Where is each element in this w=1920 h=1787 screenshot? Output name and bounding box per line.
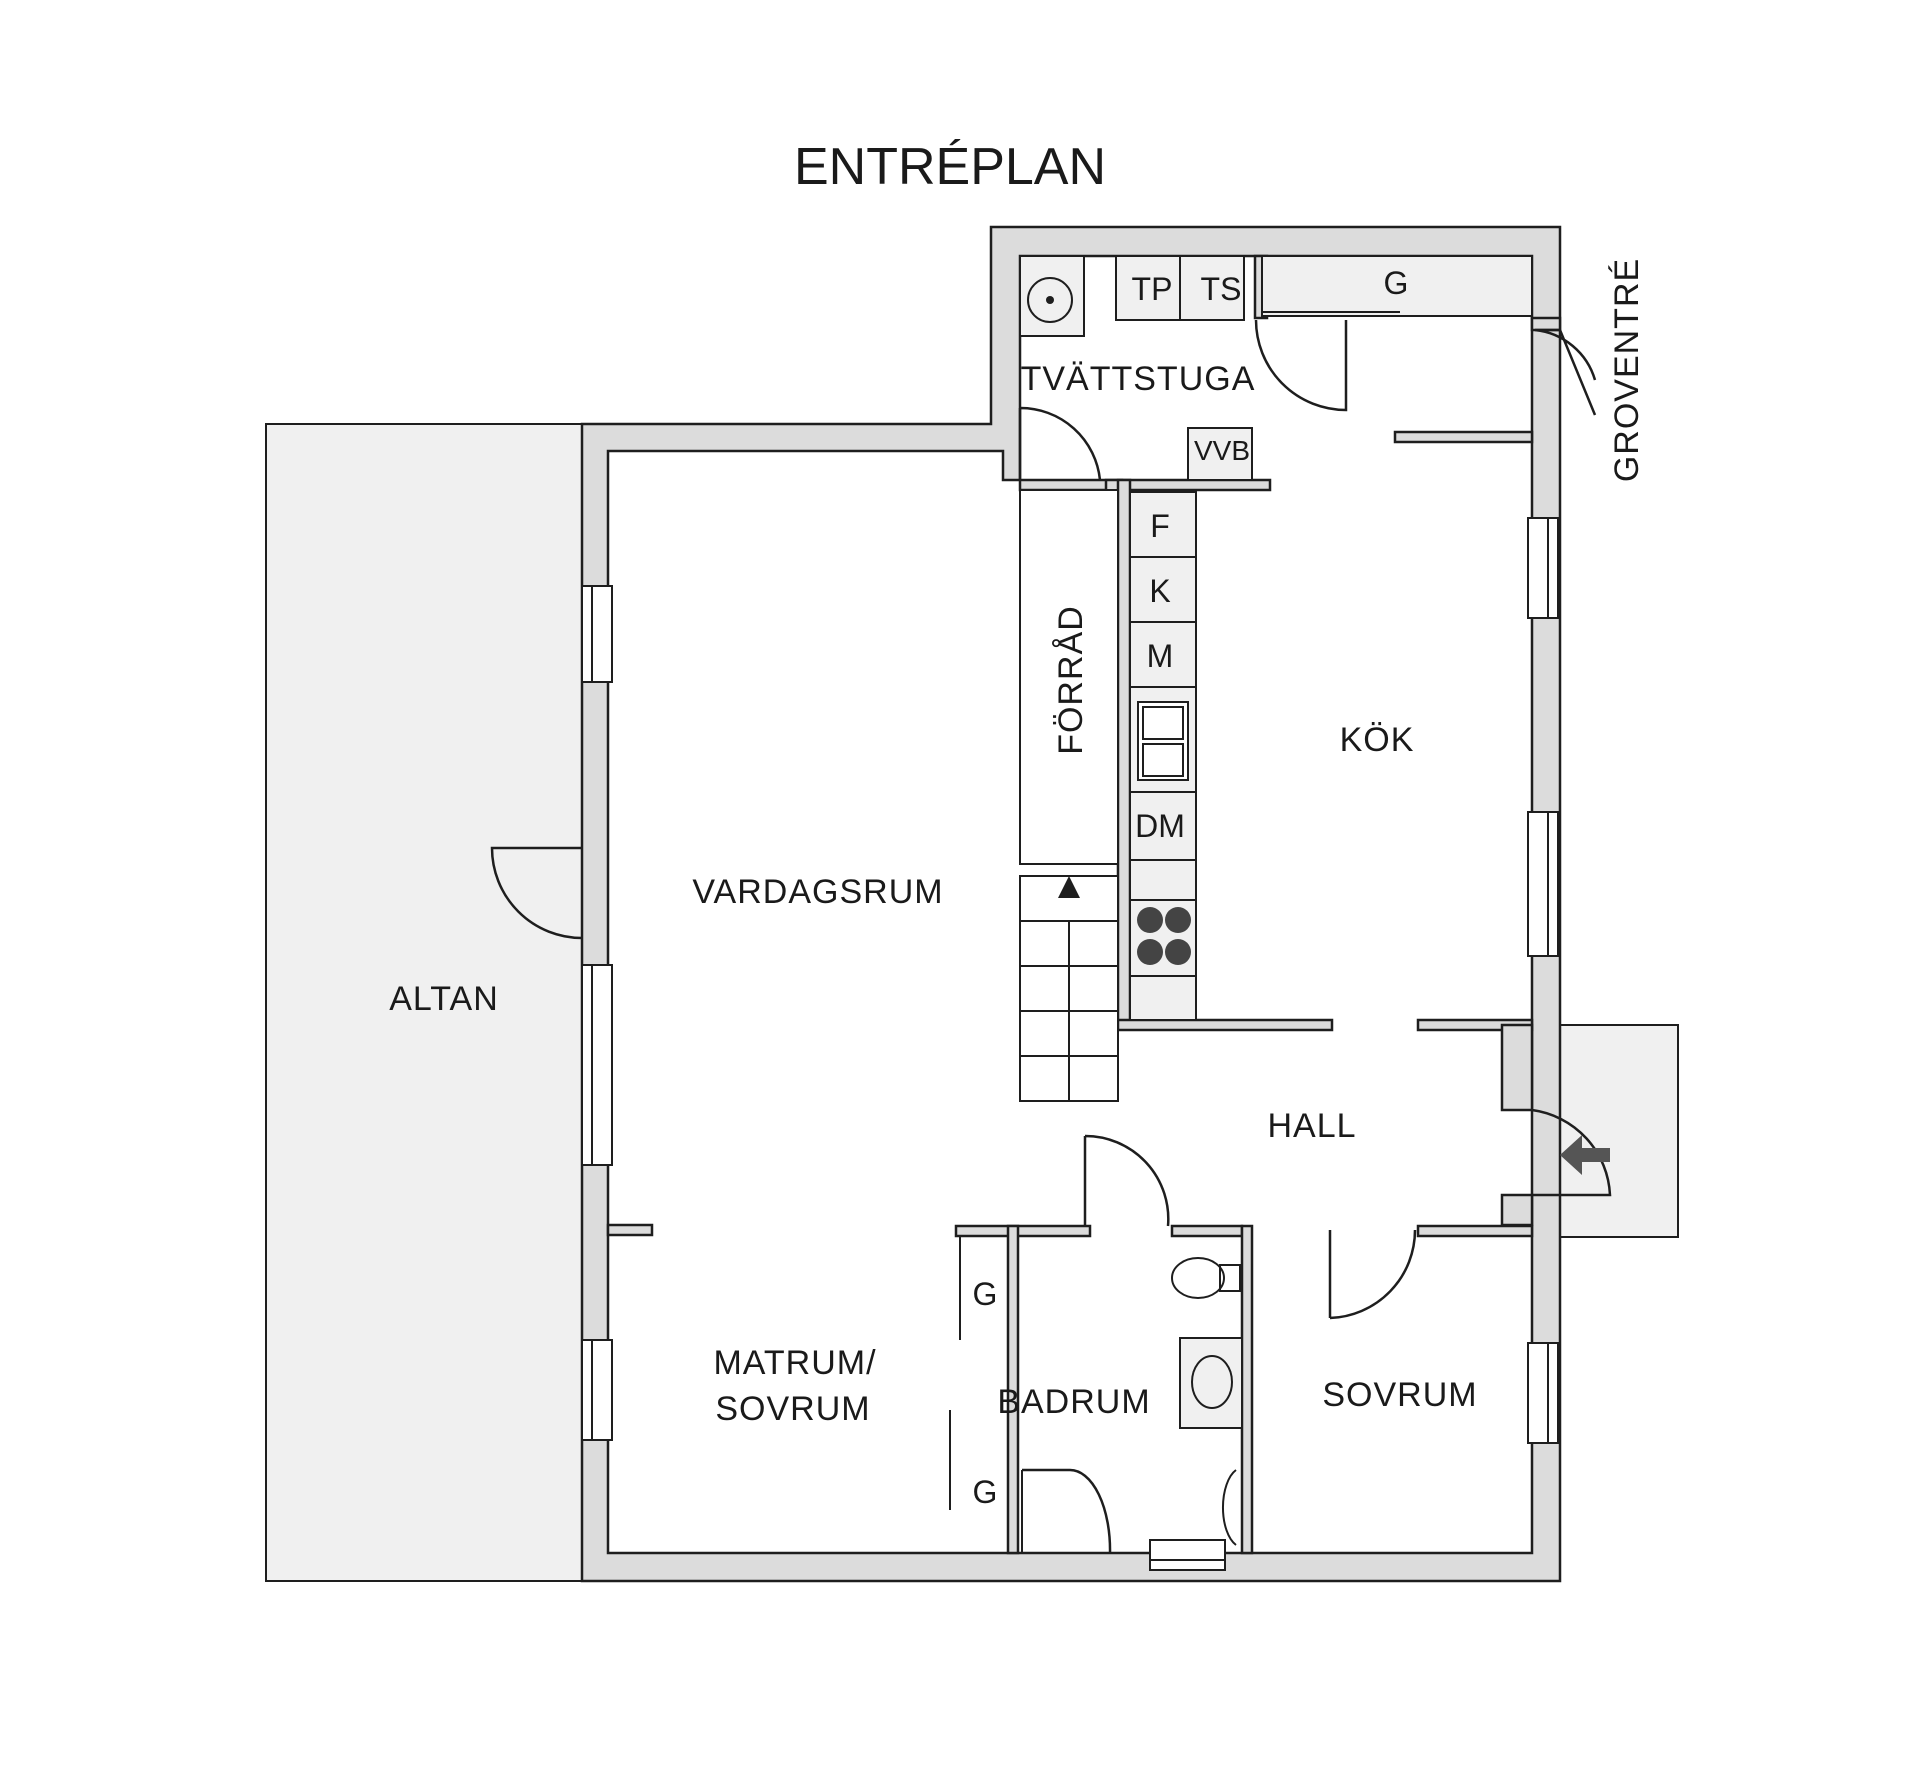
stair-arrow-icon — [1058, 876, 1080, 898]
windows — [581, 517, 1559, 1571]
room-label-matrum-line1: MATRUM/ — [713, 1344, 876, 1382]
room-label-vardagsrum: VARDAGSRUM — [692, 873, 943, 911]
plan-title: ENTRÉPLAN — [794, 138, 1106, 196]
room-label-badrum: BADRUM — [997, 1383, 1150, 1421]
laundry-fixtures — [1019, 255, 1533, 481]
fixture-label-g-wardrobe-2: G — [973, 1474, 998, 1510]
room-label-matrum-line2: SOVRUM — [715, 1390, 870, 1428]
altan-deck — [265, 423, 583, 1582]
kitchen-counter — [1129, 491, 1197, 1021]
doors — [490, 319, 1612, 1320]
room-label-kok: KÖK — [1340, 721, 1415, 759]
fixture-label-f: F — [1150, 508, 1170, 544]
wardrobes — [949, 1236, 961, 1510]
entry-arrow-icon — [1560, 1135, 1610, 1175]
fixture-label-dm: DM — [1135, 808, 1185, 844]
storage-and-stairs — [1019, 489, 1119, 1102]
room-label-tvattstuga: TVÄTTSTUGA — [1021, 360, 1256, 398]
fixture-label-tp: TP — [1132, 271, 1173, 307]
fixture-label-k: K — [1149, 573, 1170, 609]
fixture-label-m: M — [1147, 638, 1174, 674]
fixture-label-g-wardrobe-1: G — [973, 1276, 998, 1312]
room-label-altan: ALTAN — [389, 980, 499, 1018]
room-label-hall: HALL — [1267, 1107, 1356, 1145]
room-label-groventre: GROVENTRÉ — [1608, 258, 1646, 482]
fixture-label-ts: TS — [1201, 271, 1242, 307]
bathroom-fixtures — [1021, 1257, 1243, 1554]
room-label-sovrum: SOVRUM — [1322, 1376, 1477, 1414]
fixture-label-g-laundry: G — [1384, 265, 1409, 301]
room-label-forrad: FÖRRÅD — [1052, 605, 1090, 755]
fixture-label-vvb: VVB — [1194, 435, 1250, 466]
